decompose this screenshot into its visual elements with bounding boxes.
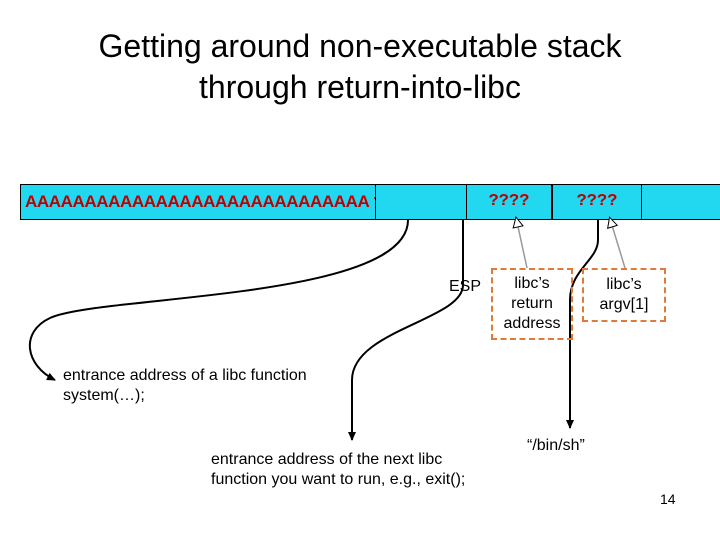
page-number: 14 <box>660 491 676 507</box>
system-line-1: entrance address of a libc function <box>63 367 307 384</box>
libc-return-line-2: return <box>511 295 553 312</box>
libc-return-line-3: address <box>503 315 561 332</box>
esp-label: ESP <box>449 278 482 295</box>
libc-argv-line-1: libc’s <box>606 276 642 293</box>
libc-return-address-box: libc’s return address <box>491 268 573 340</box>
libc-return-line-1: libc’s <box>514 275 550 292</box>
arrow-argv <box>611 222 626 269</box>
system-label: entrance address of a libc function syst… <box>63 366 307 406</box>
next-line-1: entrance address of the next libc <box>211 451 443 468</box>
system-line-2: system(…); <box>63 387 145 404</box>
next-function-label: entrance address of the next libc functi… <box>211 450 465 490</box>
binsh-label: “/bin/sh” <box>527 437 585 454</box>
slide-title: Getting around non-executable stack thro… <box>0 26 720 108</box>
stack-slot-3: ???? <box>552 184 642 220</box>
title-line-2: through return-into-libc <box>199 69 521 105</box>
next-line-2: function you want to run, e.g., exit(); <box>211 471 466 488</box>
stack-fill-bytes: AAAAAAAAAAAAAAAAAAAAAAAAAAAAA ???? <box>20 184 376 220</box>
stack-bar <box>20 184 720 220</box>
fill-text: AAAAAAAAAAAAAAAAAAAAAAAAAAAAA <box>25 192 369 211</box>
libc-argv-box: libc’s argv[1] <box>582 268 666 322</box>
arrow-return-address <box>517 222 528 269</box>
stack-slot-2: ???? <box>466 184 552 220</box>
arrow-binsh <box>566 220 599 429</box>
title-line-1: Getting around non-executable stack <box>98 28 622 64</box>
libc-argv-line-2: argv[1] <box>599 296 649 313</box>
slot-1-text: ???? <box>373 192 375 211</box>
arrow-next-function <box>348 220 464 441</box>
arrow-system <box>28 219 409 381</box>
